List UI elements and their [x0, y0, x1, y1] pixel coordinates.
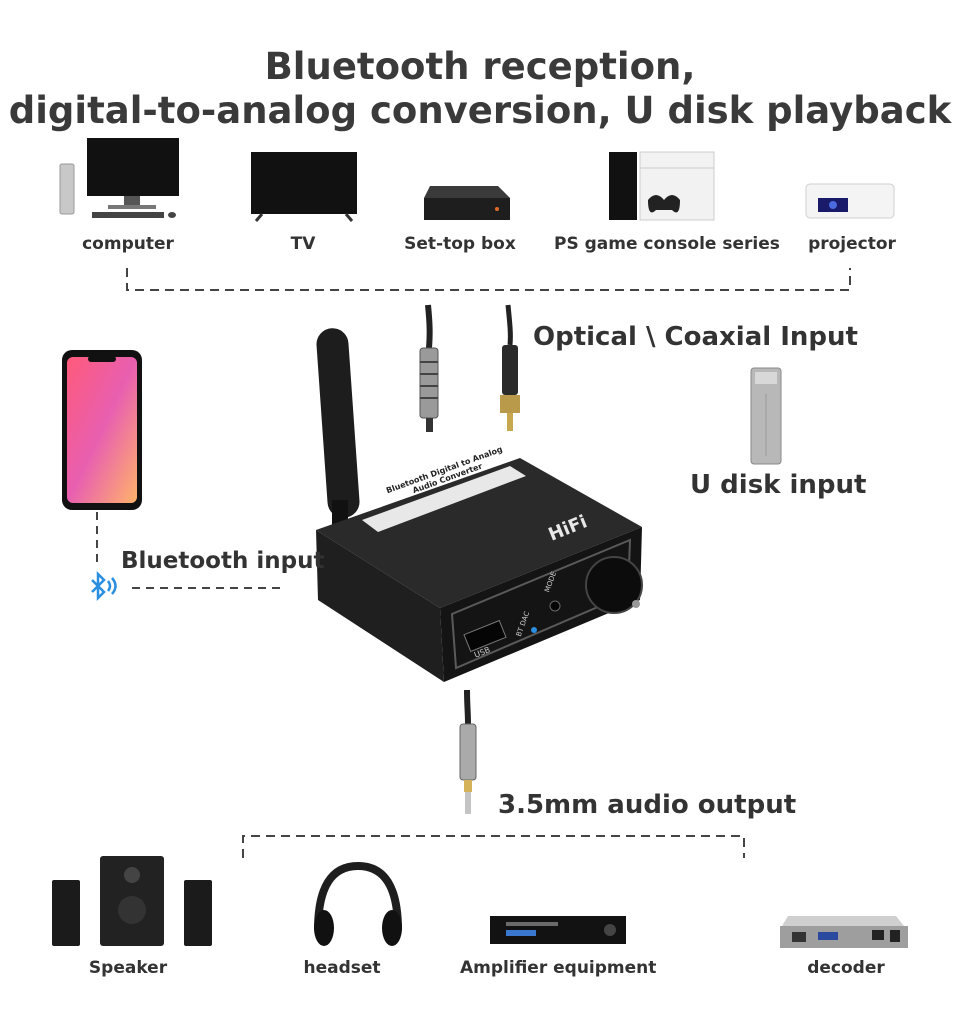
- usb-drive-icon: [750, 367, 782, 465]
- source-label-game-console: PS game console series: [554, 234, 780, 254]
- output-label-decoder: decoder: [807, 958, 885, 978]
- title-line-2: digital-to-analog conversion, U disk pla…: [8, 89, 952, 132]
- title-line-1: Bluetooth reception,: [264, 45, 696, 88]
- aux-cable: [459, 689, 477, 814]
- amplifier-icon: [490, 916, 626, 944]
- coaxial-cable: [500, 304, 520, 431]
- projector-icon: [805, 183, 895, 219]
- headphones-icon: [314, 861, 402, 946]
- optical-coaxial-input-label: Optical \ Coaxial Input: [533, 322, 858, 352]
- source-label-projector: projector: [808, 234, 896, 254]
- udisk-input-label: U disk input: [690, 470, 867, 500]
- source-bracket: [126, 268, 851, 291]
- computer-icon: [59, 138, 179, 218]
- output-bracket: [242, 835, 745, 858]
- source-label-set-top-box: Set-top box: [404, 234, 516, 254]
- output-label-speaker: Speaker: [88, 958, 168, 978]
- output-label-amplifier: Amplifier equipment: [460, 958, 657, 978]
- audio-output-label: 3.5mm audio output: [498, 790, 797, 820]
- dac-device: [316, 328, 643, 682]
- game-console-icon: [609, 151, 715, 221]
- output-label-headset: headset: [303, 958, 381, 978]
- source-label-computer: computer: [82, 234, 174, 254]
- speaker-icon: [52, 856, 212, 946]
- source-label-tv: TV: [290, 234, 316, 254]
- set-top-box-icon: [424, 186, 510, 220]
- bluetooth-input-label: Bluetooth input: [121, 548, 325, 574]
- optical-cable: [419, 304, 439, 432]
- decoder-icon: [780, 916, 908, 948]
- smartphone-icon: [62, 350, 142, 510]
- bluetooth-icon: [91, 570, 117, 602]
- tv-icon: [251, 152, 357, 222]
